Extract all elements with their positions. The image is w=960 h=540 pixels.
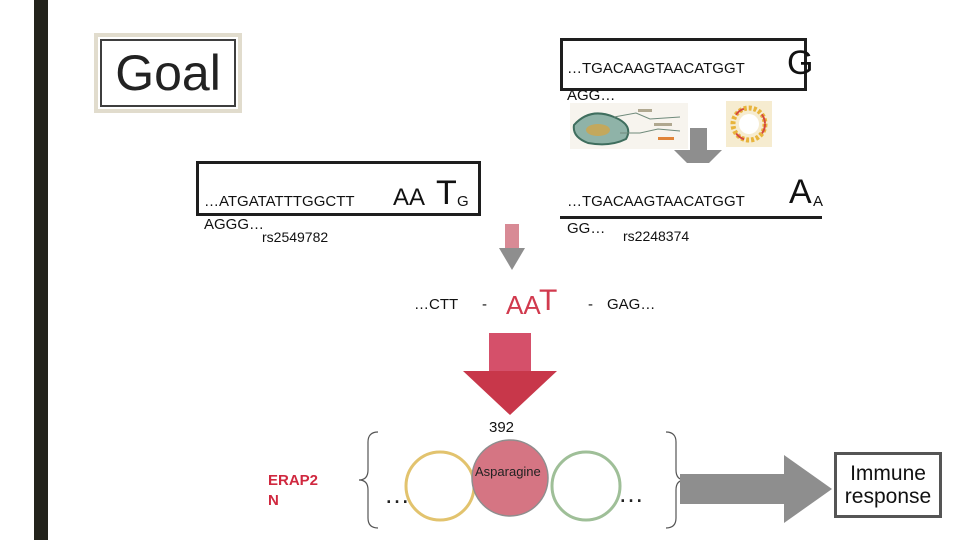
grey-arrow-shaft xyxy=(690,128,707,153)
left-second-line: AGGG… xyxy=(204,216,265,233)
gene-label-line1: ERAP2 xyxy=(268,472,319,489)
red-arrow-head-icon xyxy=(499,248,525,270)
goal-box: Goal xyxy=(100,39,236,107)
cell-diagram-icon xyxy=(570,103,688,149)
residue-right-circle xyxy=(550,450,622,522)
right-ellipsis: … xyxy=(618,478,647,508)
middle-codon-variant: T xyxy=(539,284,558,317)
goal-title: Goal xyxy=(115,45,221,101)
big-red-arrow-shaft xyxy=(489,333,531,374)
right-second-line: GG… xyxy=(567,220,606,237)
right-snp-id: rs2248374 xyxy=(623,228,690,244)
middle-right-part: GAG… xyxy=(607,296,656,313)
middle-left-part: …CTT xyxy=(414,296,459,313)
immune-line1: Immune xyxy=(850,461,926,485)
top-sequence-prefix: …TGACAAGTAACATGGT xyxy=(567,60,745,77)
left-sequence-box xyxy=(196,161,481,216)
right-sequence-prefix: …TGACAAGTAACATGGT xyxy=(567,193,745,210)
top-sequence-box xyxy=(560,38,807,91)
right-arrow-icon xyxy=(680,455,832,523)
grey-arrow-head-icon xyxy=(674,150,722,174)
residue-center-circle xyxy=(471,439,549,517)
left-codon-start: AA xyxy=(393,184,426,211)
middle-dash-right: - xyxy=(588,296,593,313)
residue-chain xyxy=(404,439,622,522)
gene-label: ERAP2 N xyxy=(268,471,318,512)
right-sequence-underline xyxy=(560,216,822,219)
immune-response-box: Immune response xyxy=(834,452,942,518)
plasmid-icon xyxy=(726,101,772,147)
left-trailing-base: G xyxy=(457,193,469,210)
big-red-arrow-head-icon xyxy=(463,371,557,415)
left-snp-id: rs2549782 xyxy=(262,229,329,245)
residue-position: 392 xyxy=(489,419,515,436)
top-sequence-suffix: AGG… xyxy=(567,87,616,104)
left-variant-letter: T xyxy=(436,174,457,212)
middle-dash-left: - xyxy=(482,296,487,313)
residue-label: Asparagine xyxy=(475,464,541,479)
right-variant-letter: A xyxy=(789,173,812,211)
gene-label-line2: N xyxy=(268,492,279,510)
residue-left-circle xyxy=(404,450,476,522)
left-brace-icon xyxy=(358,431,379,529)
immune-line2: response xyxy=(844,485,932,508)
left-sequence-prefix: …ATGATATTTGGCTT xyxy=(204,193,355,210)
right-trailing-base: A xyxy=(813,193,824,210)
top-variant-letter: G xyxy=(787,44,814,82)
middle-codon-prefix: AA xyxy=(506,290,541,320)
red-arrow-shaft xyxy=(505,224,519,250)
sidebar-bar xyxy=(34,0,48,540)
